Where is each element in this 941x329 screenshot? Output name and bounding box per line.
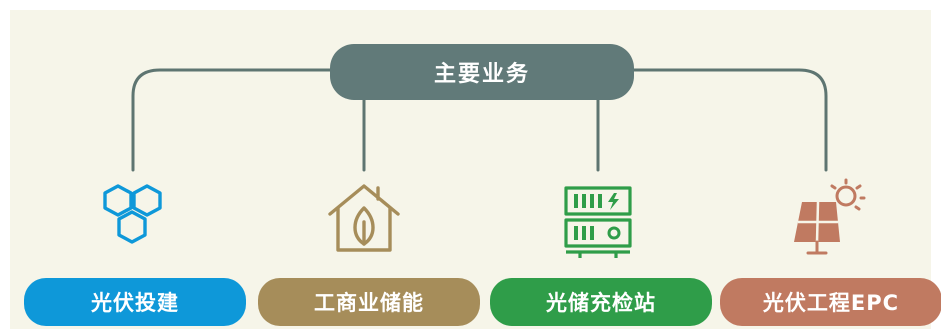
- charging-station-icon: [564, 186, 632, 258]
- business-pill-pv-epc[interactable]: 光伏工程EPC: [720, 278, 941, 326]
- hexagon-cluster-icon: [103, 184, 162, 244]
- connector-left: [131, 68, 336, 172]
- house-leaf-icon: [328, 184, 400, 252]
- connector-right: [628, 68, 828, 172]
- business-pill-pv-investment[interactable]: 光伏投建: [24, 278, 246, 326]
- business-pill-charging-station[interactable]: 光储充检站: [490, 278, 712, 326]
- main-business-hub: 主要业务: [330, 44, 634, 100]
- business-pill-ci-storage[interactable]: 工商业储能: [258, 278, 480, 326]
- solar-panel-sun-icon: [794, 178, 866, 255]
